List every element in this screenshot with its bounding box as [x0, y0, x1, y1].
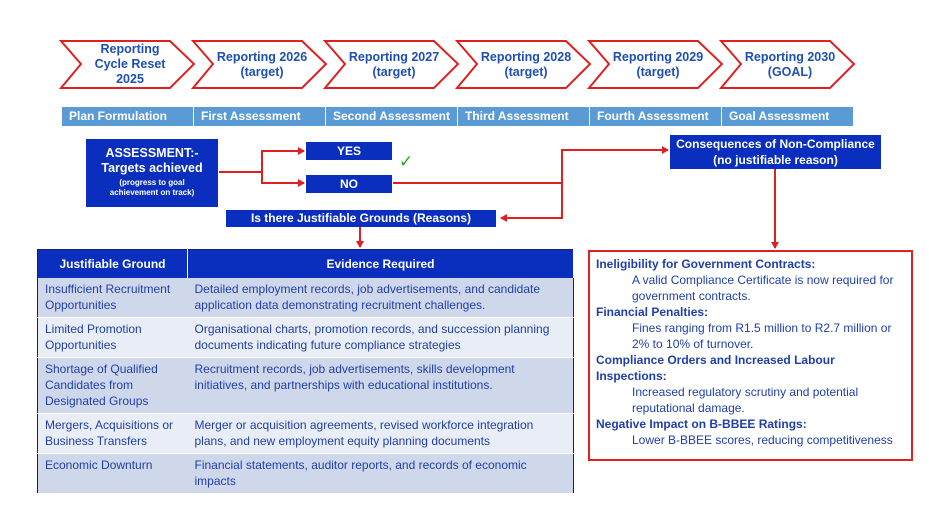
- phase-plan-formulation: Plan Formulation: [62, 107, 193, 126]
- timeline-step-2028: Reporting 2028 (target): [480, 49, 572, 79]
- table-row: Limited Promotion Opportunities Organisa…: [37, 317, 574, 358]
- consequence-text: Fines ranging from R1.5 million to R2.7 …: [632, 321, 892, 351]
- evidence-cell: Financial statements, auditor reports, a…: [187, 453, 574, 494]
- arrow-no-to-grounds: [500, 183, 563, 222]
- ground-cell: Economic Downturn: [37, 453, 188, 494]
- justifiable-grounds-table: Justifiable Ground Evidence Required Ins…: [37, 249, 574, 494]
- timeline-step-2029: Reporting 2029 (target): [612, 49, 704, 79]
- assessment-box: ASSESSMENT:- Targets achieved (progress …: [86, 139, 218, 207]
- phase-third-assessment: Third Assessment: [458, 107, 589, 126]
- header-evidence-required: Evidence Required: [187, 249, 574, 278]
- arrow-to-yes: [219, 147, 305, 173]
- evidence-cell: Detailed employment records, job adverti…: [187, 278, 574, 318]
- evidence-cell: Organisational charts, promotion records…: [187, 317, 574, 358]
- consequence-heading: Financial Penalties:: [596, 305, 709, 319]
- consequence-text: Increased regulatory scrutiny and potent…: [632, 385, 859, 415]
- assessment-title: ASSESSMENT:-: [105, 146, 199, 160]
- phase-second-assessment: Second Assessment: [326, 107, 457, 126]
- consequences-title-box: Consequences of Non-Compliance (no justi…: [670, 135, 881, 169]
- consequence-heading: Negative Impact on B-BBEE Ratings:: [596, 417, 807, 431]
- consequences-box: Ineligibility for Government Contracts: …: [588, 250, 913, 461]
- timeline-step-2030: Reporting 2030 (GOAL): [744, 49, 836, 79]
- timeline-step-2025: Reporting Cycle Reset 2025: [94, 42, 166, 86]
- ground-cell: Shortage of Qualified Candidates from De…: [37, 357, 188, 414]
- arrow-to-no: [261, 172, 305, 187]
- table-row: Economic Downturn Financial statements, …: [37, 453, 574, 494]
- timeline-step-2026: Reporting 2026 (target): [216, 49, 308, 79]
- table-header-row: Justifiable Ground Evidence Required: [37, 249, 574, 278]
- ground-cell: Insufficient Recruitment Opportunities: [37, 278, 188, 318]
- header-justifiable-ground: Justifiable Ground: [37, 249, 188, 278]
- assessment-note: (progress to goal achievement on track): [109, 178, 195, 197]
- consequence-text: Lower B-BBEE scores, reducing competitiv…: [632, 433, 893, 447]
- table-row: Shortage of Qualified Candidates from De…: [37, 357, 574, 414]
- phase-first-assessment: First Assessment: [194, 107, 325, 126]
- assessment-subtitle: Targets achieved: [101, 161, 203, 175]
- table-row: Insufficient Recruitment Opportunities D…: [37, 278, 574, 318]
- ground-cell: Mergers, Acquisitions or Business Transf…: [37, 413, 188, 454]
- chevron-shape-2: [190, 40, 328, 89]
- check-icon: ✓: [399, 152, 414, 172]
- timeline-chevrons: [58, 40, 856, 89]
- timeline-step-2027: Reporting 2027 (target): [348, 49, 440, 79]
- chevron-shape-6: [718, 40, 856, 89]
- chevron-shape-3: [322, 40, 460, 89]
- consequence-text: A valid Compliance Certificate is now re…: [632, 273, 894, 303]
- table-row: Mergers, Acquisitions or Business Transf…: [37, 413, 574, 454]
- evidence-cell: Recruitment records, job advertisements,…: [187, 357, 574, 414]
- chevron-shape-4: [454, 40, 592, 89]
- no-box: NO: [306, 175, 392, 193]
- phase-fourth-assessment: Fourth Assessment: [590, 107, 721, 126]
- arrow-no-to-consequences: [393, 146, 669, 184]
- chevron-shape-1: [58, 40, 196, 89]
- justifiable-grounds-box: Is there Justifiable Grounds (Reasons): [226, 210, 496, 227]
- ground-cell: Limited Promotion Opportunities: [37, 317, 188, 358]
- yes-box: YES: [306, 142, 392, 160]
- evidence-cell: Merger or acquisition agreements, revise…: [187, 413, 574, 454]
- chevron-shape-5: [586, 40, 724, 89]
- consequence-heading: Compliance Orders and Increased Labour I…: [596, 353, 835, 383]
- phase-goal-assessment: Goal Assessment: [722, 107, 853, 126]
- consequence-heading: Ineligibility for Government Contracts:: [596, 257, 816, 271]
